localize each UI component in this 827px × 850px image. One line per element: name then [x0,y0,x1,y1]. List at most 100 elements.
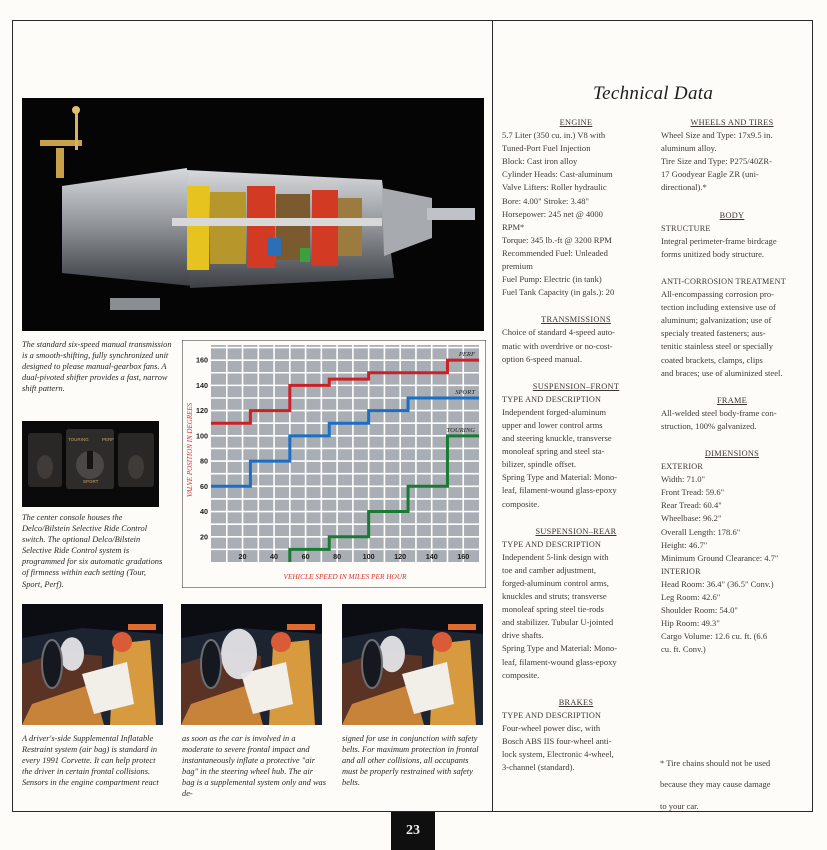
spec-line: aluminum alloy. [661,143,717,154]
suspension-front-heading: SUSPENSION–FRONT [532,381,620,391]
spec-line: 17 Goodyear Eagle ZR (uni- [661,169,759,180]
dimensions-heading: DIMENSIONS [704,448,760,458]
chart-series-perf [211,358,479,425]
column-divider [492,20,493,812]
console-caption: The center console houses the Delco/Bils… [22,513,163,589]
chart-x-tick: 100 [363,552,375,561]
spec-line: Head Room: 36.4" (36.5" Conv.) [661,578,774,589]
spec-line: directional).* [661,182,707,193]
page-number: 23 [391,812,435,850]
spec-line: All-welded steel body-frame con- [661,407,777,418]
spec-line: Torque: 345 lb.-ft @ 3200 RPM [502,234,612,245]
spec-line: Tire Size and Type: P275/40ZR- [661,156,772,167]
chart-y-tick: 60 [200,482,208,491]
spec-line: forms unitized body structure. [661,248,765,259]
spec-line: Leg Room: 42.6" [661,592,721,602]
spec-line: Rear Tread: 60.4" [661,500,722,511]
suspension-rear-subheading: TYPE AND DESCRIPTION [502,539,602,549]
console-photo: TOURING SPORT PERF [22,421,159,507]
console-label-sport: SPORT [83,479,99,484]
spec-line: because they may cause damage [660,779,771,790]
chart-series-touring [288,434,479,562]
console-label-perf: PERF [102,437,114,442]
chart-series-sport [211,396,479,488]
airbag-photo-1 [22,604,163,725]
body-structure-subheading: STRUCTURE [661,223,711,233]
spec-line: drive shafts. [502,630,544,641]
transmission-caption: The standard six-speed manual transmissi… [22,340,172,394]
spec-line: 3-channel (standard). [502,762,575,773]
chart-x-tick: 20 [239,552,247,561]
spec-line: Bore: 4.00" Stroke: 3.48" [502,195,589,206]
spec-line: and steering knuckle, transverse [502,433,612,444]
chart-x-tick: 160 [457,552,469,561]
chart-x-tick: 40 [270,552,278,561]
chart-plot-area [211,345,479,562]
anti-corrosion-specs: All-encompassing corrosion pro-tection i… [661,288,803,380]
spec-line: Block: Cast iron alloy [502,156,578,167]
spec-line: coated brackets, clamps, clips [661,354,763,365]
spec-line: Fuel Pump: Electric (in tank) [502,274,602,285]
spec-line: and stabilizer. Tubular U-jointed [502,617,614,628]
spec-line: tection including extensive use of [661,302,776,313]
spec-line: leaf, filament-wound glass-epoxy [502,485,617,496]
spec-line: Overall Length: 178.6" [661,526,741,537]
interior-subheading: INTERIOR [661,566,701,576]
chart-y-tick: 80 [200,457,208,466]
chart-x-tick: 80 [333,552,341,561]
spec-line: and braces; use of aluminized steel. [661,367,783,378]
spec-line: Four-wheel power disc, with [502,722,601,733]
spec-line: Tuned-Port Fuel Injection [502,143,591,154]
chart-x-axis-label: VEHICLE SPEED IN MILES PER HOUR [283,572,407,581]
chart-series-label: PERF [458,351,476,358]
spec-line: Hip Room: 49.3" [661,618,720,629]
spec-line: Minimum Ground Clearance: 4.7" [661,552,779,563]
spec-line: Integral perimeter-frame birdcage [661,235,777,246]
spec-line: specialy treated fasteners; aus- [661,328,766,339]
brakes-heading: BRAKES [558,697,594,707]
spec-line: struction, 100% galvanized. [661,420,757,431]
wheels-heading: WHEELS AND TIRES [690,118,774,127]
chart-series-label: TOURING [447,427,476,434]
chart-x-tick: 120 [394,552,406,561]
spec-line: tenitic stainless steel or specially [661,341,774,352]
suspension-rear-heading: SUSPENSION–REAR [535,526,617,536]
anti-corrosion-subheading: ANTI-CORROSION TREATMENT [661,276,786,286]
spec-line: Choice of standard 4-speed auto- [502,327,615,338]
spec-line: monoleaf spring steel tie-rods [502,604,604,615]
spec-line: leaf, filament-wound glass-epoxy [502,656,617,667]
spec-line: All-encompassing corrosion pro- [661,289,774,300]
spec-line: Wheelbase: 96.2" [661,513,722,524]
airbag-photo-2 [181,604,322,725]
spec-line: Wheel Size and Type: 17x9.5 in. [661,130,773,141]
spec-line: Width: 71.0" [661,474,705,485]
spec-line: aluminum; galvanization; use of [661,315,772,326]
chart-y-tick: 100 [196,431,208,440]
spec-line: Height: 46.7" [661,539,708,550]
spec-line: toe and camber adjustment, [502,564,596,575]
spec-line: composite. [502,498,540,509]
spec-line: forged-aluminum control arms, [502,578,609,588]
transmission-photo [22,98,484,331]
transmissions-heading: TRANSMISSIONS [541,315,611,325]
console-label-touring: TOURING [68,437,89,442]
spec-line: Bosch ABS IIS four-wheel anti- [502,736,612,747]
spec-line: cu. ft. Conv.) [661,644,706,655]
frame-specs: All-welded steel body-frame con-structio… [661,407,803,433]
spec-line: Front Tread: 59.6" [661,487,725,498]
chart-y-tick: 20 [200,532,208,541]
spec-line: Spring Type and Material: Mono- [502,643,618,654]
airbag-caption-1: A driver's-side Supplemental Inflatable … [22,734,159,788]
spec-line: premium [502,261,533,272]
spec-line: * Tire chains should not be used [660,757,771,768]
spec-line: Horsepower: 245 net @ 4000 [502,208,603,219]
chart-x-tick: 60 [302,552,310,561]
spec-line: Independent 5-link design with [502,551,609,562]
chart-y-axis-label: VALVE POSITION IN DEGREES [186,402,194,497]
spec-line: Recommended Fuel: Unleaded [502,247,608,258]
brakes-subheading: TYPE AND DESCRIPTION [502,710,602,720]
footnote: * Tire chains should not be used because … [660,748,802,821]
spec-line: monoleaf spring and steel sta- [502,446,605,457]
